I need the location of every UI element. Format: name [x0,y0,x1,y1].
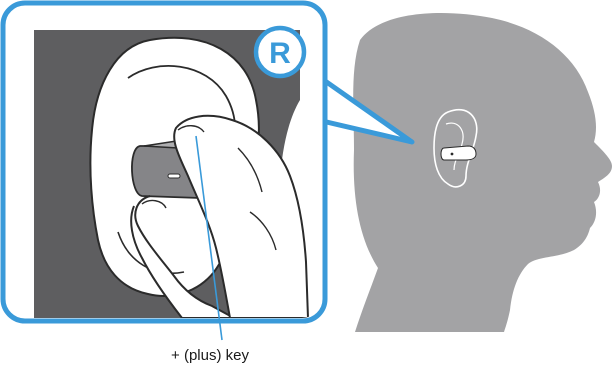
head-profile [353,13,612,332]
head-earpiece-icon [441,146,476,160]
head-earpiece-dot [451,153,454,156]
head-silhouette [353,13,612,332]
earpiece-slot [168,174,180,178]
side-badge-label: R [269,37,291,70]
plus-key-label: + (plus) key [130,347,290,365]
zoom-frame: R [3,3,325,321]
